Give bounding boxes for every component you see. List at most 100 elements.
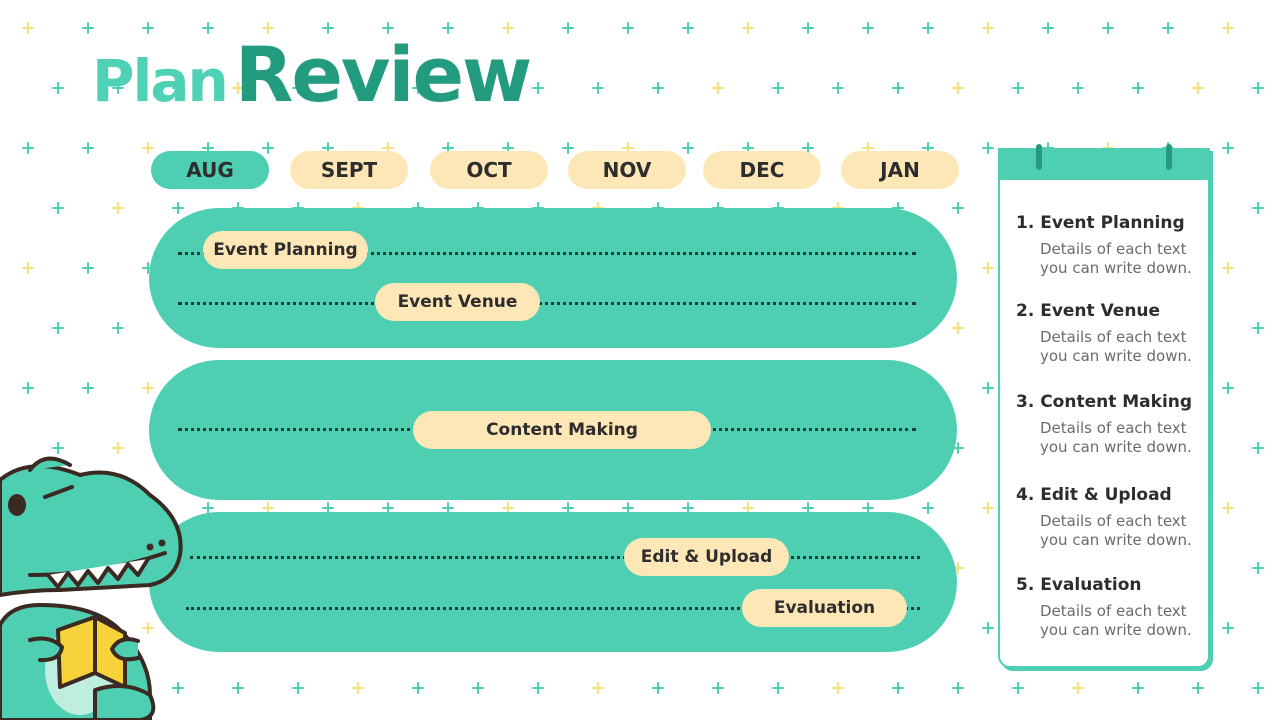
sparkle-icon	[772, 682, 784, 694]
sparkle-icon	[352, 682, 364, 694]
sparkle-icon	[142, 622, 154, 634]
sparkle-icon	[1252, 322, 1264, 334]
dotted-line	[190, 556, 920, 559]
sparkle-icon	[622, 22, 634, 34]
sparkle-icon	[652, 82, 664, 94]
sparkle-icon	[1222, 382, 1234, 394]
task-edit-upload[interactable]: Edit & Upload	[624, 538, 789, 576]
sparkle-icon	[592, 682, 604, 694]
note-title: 2. Event Venue	[1016, 301, 1161, 321]
note-desc: Details of each text you can write down.	[1040, 512, 1192, 549]
note-item: 5. Evaluation Details of each text you c…	[1016, 575, 1202, 640]
sparkle-icon	[52, 202, 64, 214]
sparkle-icon	[442, 502, 454, 514]
sparkle-icon	[892, 82, 904, 94]
sparkle-icon	[382, 22, 394, 34]
sparkle-icon	[742, 502, 754, 514]
sparkle-icon	[502, 502, 514, 514]
sparkle-icon	[1192, 682, 1204, 694]
sparkle-icon	[982, 622, 994, 634]
note-title: 4. Edit & Upload	[1016, 485, 1172, 505]
task-evaluation[interactable]: Evaluation	[742, 589, 907, 627]
sparkle-icon	[502, 22, 514, 34]
sparkle-icon	[1222, 142, 1234, 154]
sparkle-icon	[802, 502, 814, 514]
sparkle-icon	[982, 382, 994, 394]
sparkle-icon	[22, 262, 34, 274]
sparkle-icon	[112, 442, 124, 454]
sparkle-icon	[112, 322, 124, 334]
title-plan: Plan	[92, 47, 229, 115]
sparkle-icon	[142, 382, 154, 394]
sparkle-icon	[532, 682, 544, 694]
dotted-line	[178, 302, 916, 305]
sparkle-icon	[1042, 22, 1054, 34]
sparkle-icon	[982, 262, 994, 274]
sparkle-icon	[1072, 82, 1084, 94]
sparkle-icon	[982, 502, 994, 514]
sparkle-icon	[22, 382, 34, 394]
dotted-line	[186, 607, 920, 610]
sparkle-icon	[592, 82, 604, 94]
sparkle-icon	[712, 682, 724, 694]
sparkle-icon	[1222, 262, 1234, 274]
sparkle-icon	[82, 382, 94, 394]
sparkle-icon	[892, 682, 904, 694]
sparkle-icon	[1252, 442, 1264, 454]
sparkle-icon	[682, 22, 694, 34]
dotted-line	[178, 252, 916, 255]
sparkle-icon	[712, 82, 724, 94]
task-event-venue[interactable]: Event Venue	[375, 283, 540, 321]
note-desc: Details of each text you can write down.	[1040, 602, 1192, 639]
month-aug[interactable]: AUG	[151, 151, 269, 189]
sparkle-icon	[982, 22, 994, 34]
sparkle-icon	[1132, 82, 1144, 94]
sparkle-icon	[262, 22, 274, 34]
sparkle-icon	[952, 322, 964, 334]
sparkle-icon	[232, 682, 244, 694]
task-event-planning[interactable]: Event Planning	[203, 231, 368, 269]
month-dec[interactable]: DEC	[703, 151, 821, 189]
sparkle-icon	[862, 502, 874, 514]
sparkle-icon	[1012, 82, 1024, 94]
sparkle-icon	[52, 442, 64, 454]
sparkle-icon	[772, 82, 784, 94]
sparkle-icon	[622, 502, 634, 514]
binder-ring-icon	[1166, 144, 1172, 170]
sparkle-icon	[472, 682, 484, 694]
sparkle-icon	[1162, 22, 1174, 34]
sparkle-icon	[172, 82, 184, 94]
month-jan[interactable]: JAN	[841, 151, 959, 189]
sparkle-icon	[262, 502, 274, 514]
sparkle-icon	[862, 22, 874, 34]
sparkle-icon	[952, 82, 964, 94]
month-oct[interactable]: OCT	[430, 151, 548, 189]
sparkle-icon	[1132, 682, 1144, 694]
sparkle-icon	[262, 142, 274, 154]
sparkle-icon	[922, 502, 934, 514]
sparkle-icon	[1252, 562, 1264, 574]
binder-ring-icon	[1036, 144, 1042, 170]
sparkle-icon	[562, 142, 574, 154]
sparkle-icon	[682, 502, 694, 514]
sparkle-icon	[292, 82, 304, 94]
month-sept[interactable]: SEPT	[290, 151, 408, 189]
sparkle-icon	[1252, 82, 1264, 94]
month-nov[interactable]: NOV	[568, 151, 686, 189]
sparkle-icon	[112, 202, 124, 214]
timeline-band-1	[149, 208, 957, 348]
note-desc: Details of each text you can write down.	[1040, 240, 1192, 277]
sparkle-icon	[1012, 682, 1024, 694]
sparkle-icon	[412, 682, 424, 694]
task-content-making[interactable]: Content Making	[413, 411, 711, 449]
sparkle-icon	[562, 502, 574, 514]
sparkle-icon	[532, 82, 544, 94]
sparkle-icon	[22, 142, 34, 154]
sparkle-icon	[322, 502, 334, 514]
sparkle-icon	[292, 682, 304, 694]
sparkle-icon	[982, 142, 994, 154]
note-title: 5. Evaluation	[1016, 575, 1142, 595]
sparkle-icon	[1222, 622, 1234, 634]
sparkle-icon	[952, 202, 964, 214]
